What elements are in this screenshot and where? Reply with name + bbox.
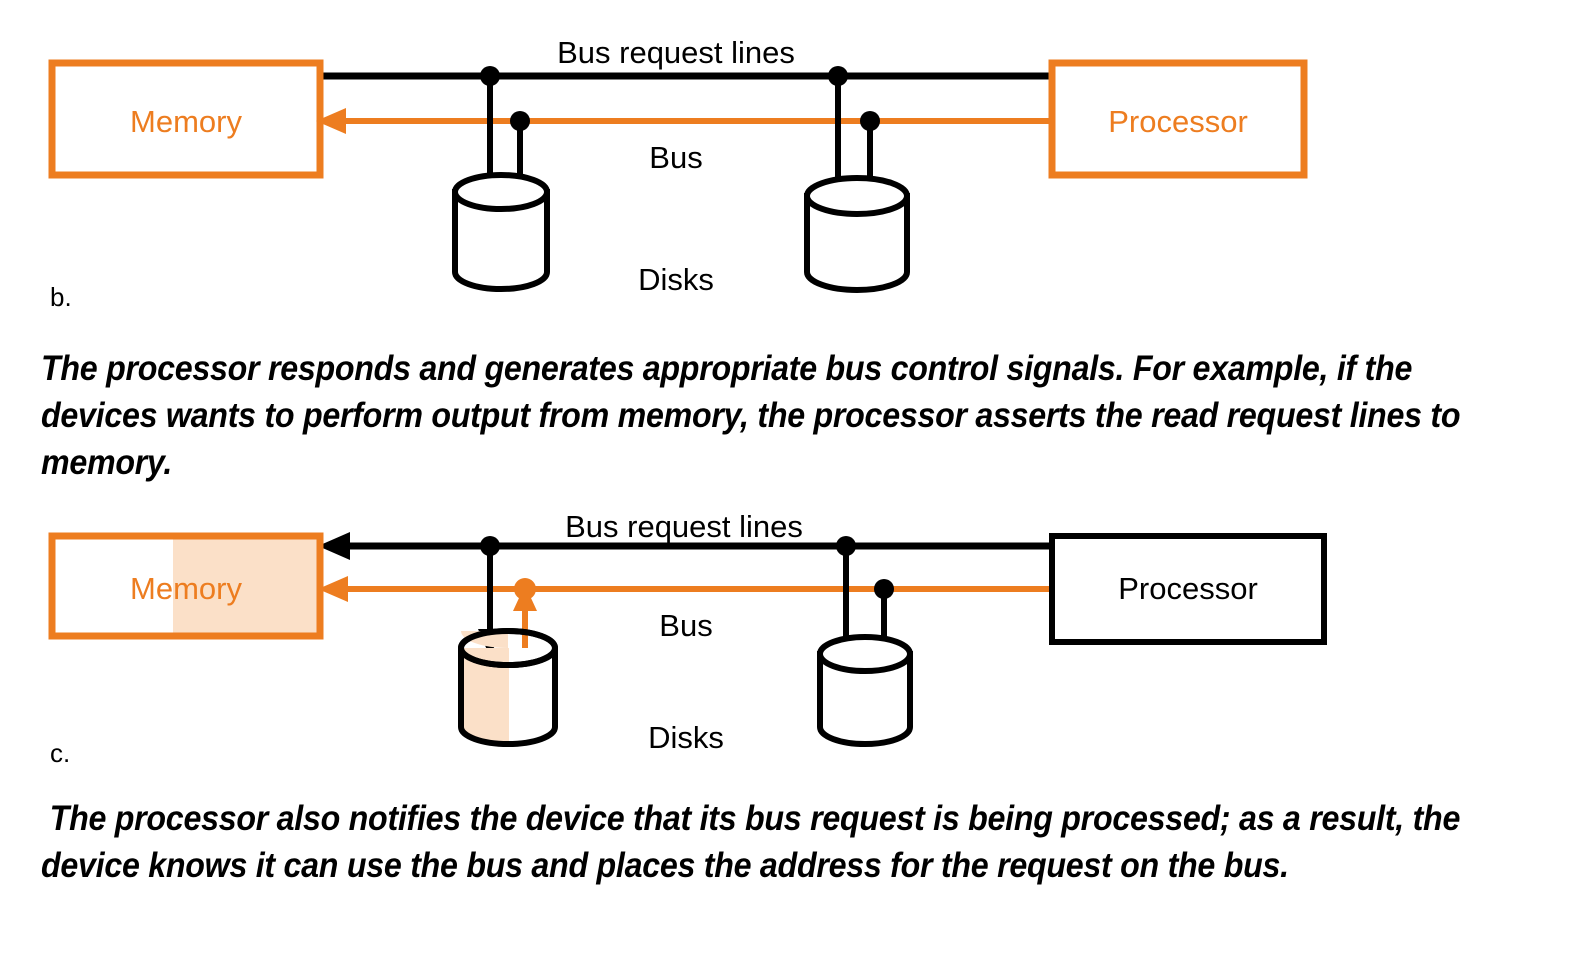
diagram-panel-c: Memory Processor Bus request lines Bus D… — [48, 509, 1327, 755]
caption-after-c: The processor also notifies the device t… — [41, 799, 1469, 885]
junction-dot-c-1 — [480, 536, 500, 556]
memory-label-c: Memory — [130, 571, 242, 606]
step-label-b: b. — [50, 282, 72, 312]
processor-label-c: Processor — [1118, 571, 1258, 606]
memory-box-c[interactable] — [48, 532, 324, 640]
disks-label-c: Disks — [648, 720, 724, 755]
processor-box-c[interactable] — [1049, 533, 1327, 645]
memory-box-fill-c — [52, 536, 320, 636]
junction-dot-b-1 — [480, 66, 500, 86]
bus-request-lines-label-c: Bus request lines — [565, 509, 803, 544]
bus-label-c: Bus — [659, 608, 712, 643]
disk-icon-b-1 — [452, 172, 550, 292]
junction-dot-b-3 — [828, 66, 848, 86]
processor-box-b[interactable] — [1048, 59, 1308, 179]
bus-request-line-arrowhead-c — [318, 532, 350, 560]
junction-dot-c-3 — [836, 536, 856, 556]
disk-icon-c-2 — [817, 634, 913, 747]
bus-line-arrowhead-b — [316, 108, 346, 134]
disk-icon-c-1 — [458, 628, 558, 747]
caption-after-b: The processor responds and generates app… — [41, 349, 1469, 482]
processor-label-b: Processor — [1108, 104, 1248, 139]
junction-dot-c-4 — [874, 579, 894, 599]
bus-line-arrowhead-c — [318, 576, 348, 602]
junction-dot-c-2 — [514, 578, 536, 600]
step-label-c: c. — [50, 738, 71, 768]
disk-icon-b-2 — [804, 175, 910, 293]
junction-dot-b-4 — [860, 111, 880, 131]
junction-dot-b-2 — [510, 111, 530, 131]
memory-box-b[interactable] — [48, 59, 324, 179]
disks-label-b: Disks — [638, 262, 714, 297]
bus-label-b: Bus — [649, 140, 702, 175]
bus-request-lines-label-b: Bus request lines — [557, 35, 795, 70]
diagram-panel-b: Memory Processor Bus request lines Bus D… — [48, 35, 1308, 297]
memory-label-b: Memory — [130, 104, 242, 139]
